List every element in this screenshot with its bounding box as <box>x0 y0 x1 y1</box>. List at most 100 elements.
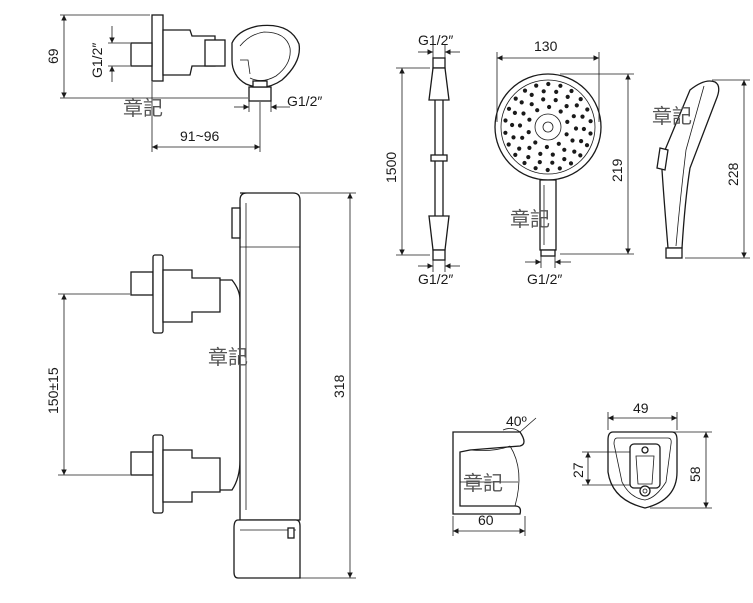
spray-nozzle-dot <box>565 119 570 124</box>
dim-69-label: 69 <box>45 48 61 64</box>
hose-bottom-cone <box>428 215 450 251</box>
spray-nozzle-dot <box>522 160 527 166</box>
valve-neck <box>204 39 226 67</box>
dim-60-label: 60 <box>478 512 494 528</box>
spray-nozzle-dot <box>588 131 593 136</box>
spray-nozzle-dot <box>581 126 587 132</box>
spray-nozzle-dot <box>537 160 542 165</box>
watermark: 章記 <box>463 471 503 495</box>
spray-nozzle-dot <box>512 110 518 115</box>
dim-58-label: 58 <box>687 466 703 482</box>
spray-nozzle-dot <box>578 153 583 158</box>
dim-130-label: 130 <box>534 38 558 54</box>
shower-thread <box>540 249 556 257</box>
dim-150-label: 150±15 <box>45 367 61 414</box>
spray-nozzle-dot <box>558 109 563 114</box>
dim-49-label: 49 <box>633 400 649 416</box>
watermark: 章記 <box>123 96 163 120</box>
hand-shower-side: 228 <box>656 79 750 259</box>
spray-nozzle-dot <box>570 138 575 143</box>
dim-hose-bottom-thread-label: G1/2″ <box>418 271 453 287</box>
spray-nozzle-dot <box>578 97 583 102</box>
spray-nozzle-dot <box>556 141 561 146</box>
spray-nozzle-dot <box>541 97 546 102</box>
spray-nozzle-dot <box>564 132 569 137</box>
dim-1500-label: 1500 <box>383 152 399 183</box>
bracket-side-profile <box>452 431 525 515</box>
spray-nozzle-dot <box>526 155 531 160</box>
hose-top-nut <box>432 57 446 69</box>
spray-nozzle-dot <box>588 119 593 124</box>
wall-flange <box>151 14 164 82</box>
spray-nozzle-dot <box>527 117 532 122</box>
spray-nozzle-dot <box>506 106 512 111</box>
outlet-nipple <box>248 86 272 102</box>
top-view: 69 G1/2″ G1/2″ 91~96 <box>45 14 322 152</box>
spray-nozzle-dot <box>511 135 516 140</box>
spray-nozzle-dot <box>529 102 534 107</box>
watermark: 章記 <box>208 345 248 369</box>
watermark: 章記 <box>510 207 550 231</box>
spray-nozzle-dot <box>527 145 532 150</box>
dim-91-96-label: 91~96 <box>180 128 220 144</box>
spray-nozzle-dot <box>554 89 559 94</box>
shower-side-profile <box>661 80 720 249</box>
spray-nozzle-dot <box>579 139 584 144</box>
upper-connector <box>162 269 221 323</box>
spray-nozzle-dot <box>526 130 531 135</box>
watermark: 章記 <box>652 104 692 128</box>
spray-nozzle-dot <box>564 104 569 109</box>
spray-nozzle-dot <box>568 161 574 166</box>
spray-nozzle-dot <box>517 123 523 128</box>
spray-nozzle-dot <box>503 130 508 135</box>
lower-connector <box>162 449 221 503</box>
spray-nozzle-dot <box>573 126 579 131</box>
spray-nozzles <box>503 81 593 173</box>
dim-hose-top-thread-label: G1/2″ <box>418 32 453 48</box>
hose-top-cone <box>428 67 450 101</box>
spray-nozzle-dot <box>533 140 538 145</box>
spray-nozzle-dot <box>529 92 534 97</box>
spray-nozzle-dot <box>572 149 577 154</box>
hand-shower-front: 130 219 G1/2″ <box>494 38 634 287</box>
shower-hose: G1/2″ 1500 G1/2″ <box>383 32 460 287</box>
spray-nozzle-dot <box>503 118 508 123</box>
spray-nozzle-dot <box>541 89 546 94</box>
handle-knob-top <box>231 24 301 88</box>
spray-nozzle-dot <box>565 94 570 99</box>
bracket-front-view: 49 27 58 <box>570 400 712 509</box>
spray-nozzle-dot <box>535 108 540 113</box>
upper-inlet-pipe <box>130 271 154 296</box>
front-view: 150±15 318 <box>45 192 356 579</box>
dim-228-label: 228 <box>725 162 741 186</box>
dim-219-label: 219 <box>609 158 625 182</box>
dim-thread-bottom-label: G1/2″ <box>287 93 322 109</box>
spray-nozzle-dot <box>513 152 518 157</box>
spray-nozzle-dot <box>533 166 538 171</box>
lower-inlet-pipe <box>130 451 154 476</box>
hose-bottom-nut <box>432 249 446 261</box>
bracket-side-view: 40º 60 <box>452 413 537 536</box>
spray-nozzle-dot <box>557 166 562 171</box>
spray-nozzle-dot <box>562 157 567 162</box>
spray-nozzle-dot <box>513 96 518 101</box>
spray-nozzle-dot <box>506 142 511 147</box>
spray-nozzle-dot <box>547 104 552 110</box>
spray-nozzle-dot <box>534 83 539 88</box>
spray-nozzle-dot <box>571 114 576 119</box>
spray-nozzle-dot <box>522 88 528 93</box>
dim-318-label: 318 <box>331 374 347 398</box>
spray-nozzle-dot <box>580 114 585 119</box>
spray-nozzle-dot <box>546 81 551 87</box>
valve-body-front <box>239 192 301 521</box>
dim-thread-left-label: G1/2″ <box>89 43 105 78</box>
spray-nozzle-dot <box>574 103 579 108</box>
shower-side-thread <box>665 247 683 259</box>
spray-nozzle-dot <box>550 152 555 157</box>
dim-shower-thread-label: G1/2″ <box>527 271 562 287</box>
spray-nozzle-dot <box>520 135 525 140</box>
temperature-knob <box>233 519 301 579</box>
side-button <box>231 207 241 239</box>
lower-flange <box>152 434 164 514</box>
